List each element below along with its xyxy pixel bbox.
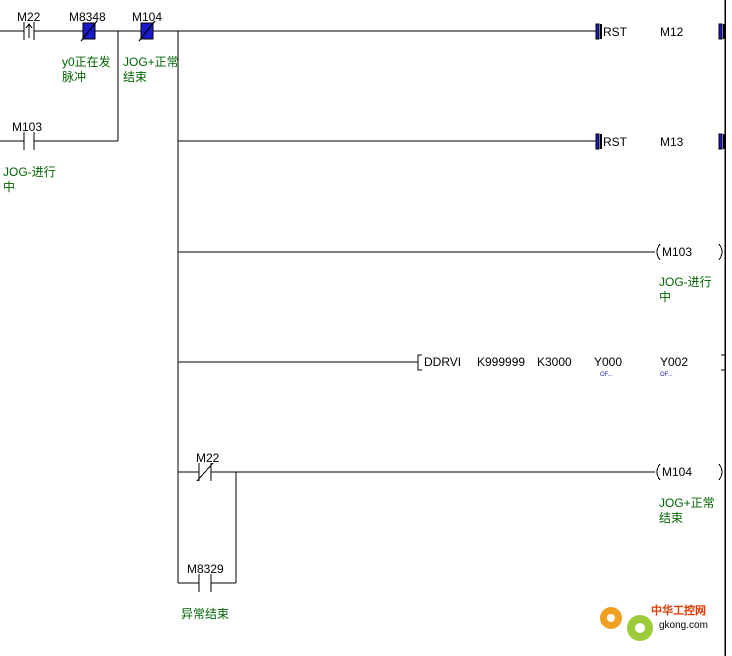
contact-m104-nc[interactable]: M104 JOG+正常 结束 bbox=[123, 10, 179, 84]
contact-m104-comment-line2: 结束 bbox=[123, 70, 147, 84]
ddrvi-instruction: DDRVI bbox=[424, 355, 461, 369]
contact-m103-comment-line2: 中 bbox=[3, 179, 15, 194]
contact-m8348-device: M8348 bbox=[69, 10, 106, 24]
contact-m8348-comment-line2: 脉冲 bbox=[62, 69, 86, 84]
contact-m8348-comment-line1: y0正在发 bbox=[62, 54, 111, 69]
ddrvi-operand-3-sub: OF... bbox=[600, 372, 613, 378]
coil-m104-comment-line2: 结束 bbox=[659, 511, 683, 525]
contact-m22-nc-device: M22 bbox=[196, 451, 220, 465]
rung1-wires bbox=[0, 30, 655, 584]
contact-m103-comment-line1: JOG-进行 bbox=[3, 165, 56, 179]
ddrvi-operand-3: Y000 bbox=[594, 355, 622, 369]
coil-m103-device: M103 bbox=[662, 245, 692, 259]
contact-m104-device: M104 bbox=[132, 10, 162, 24]
watermark-url: gkong.com bbox=[659, 620, 708, 631]
contact-m22-rising[interactable]: M22 bbox=[17, 10, 41, 40]
rst-m12-instruction: RST bbox=[603, 25, 628, 39]
contact-m8329-comment: 异常结束 bbox=[181, 607, 229, 621]
contact-m22-nc[interactable]: M22 bbox=[196, 451, 220, 482]
contact-m104-comment-line1: JOG+正常 bbox=[123, 55, 179, 69]
ddrvi-operand-2: K3000 bbox=[537, 355, 572, 369]
coil-m104-device: M104 bbox=[662, 465, 692, 479]
rst-m13-operand: M13 bbox=[660, 135, 684, 149]
contact-m103-device: M103 bbox=[12, 120, 42, 134]
contact-m8329-device: M8329 bbox=[187, 562, 224, 576]
coil-m104-comment-line1: JOG+正常 bbox=[659, 496, 715, 510]
contact-m8348-nc[interactable]: M8348 y0正在发 脉冲 bbox=[62, 10, 111, 84]
rst-m12-operand: M12 bbox=[660, 25, 684, 39]
rst-m13-instruction: RST bbox=[603, 135, 628, 149]
ddrvi-operand-1: K999999 bbox=[477, 355, 525, 369]
output-rst-m13[interactable]: RST M13 bbox=[595, 133, 725, 150]
ddrvi-operand-4-sub: OF... bbox=[660, 372, 673, 378]
instruction-ddrvi[interactable]: DDRVI K999999 K3000 Y000 OF... Y002 OF..… bbox=[417, 354, 726, 378]
watermark-cn: 中华工控网 bbox=[651, 603, 706, 617]
ddrvi-operand-4: Y002 bbox=[660, 355, 688, 369]
watermark-logo: 中华工控网 gkong.com bbox=[600, 603, 708, 641]
contact-m103-no[interactable]: M103 JOG-进行 中 bbox=[3, 120, 56, 194]
coil-m104[interactable]: M104 JOG+正常 结束 bbox=[656, 463, 723, 525]
coil-m103-comment-line2: 中 bbox=[659, 289, 671, 304]
contact-m8329-no[interactable]: M8329 异常结束 bbox=[181, 562, 229, 621]
coil-m103[interactable]: M103 JOG-进行 中 bbox=[656, 243, 723, 304]
output-rst-m12[interactable]: RST M12 bbox=[595, 23, 725, 40]
coil-m103-comment-line1: JOG-进行 bbox=[659, 275, 712, 289]
contact-m22-device: M22 bbox=[17, 10, 41, 24]
